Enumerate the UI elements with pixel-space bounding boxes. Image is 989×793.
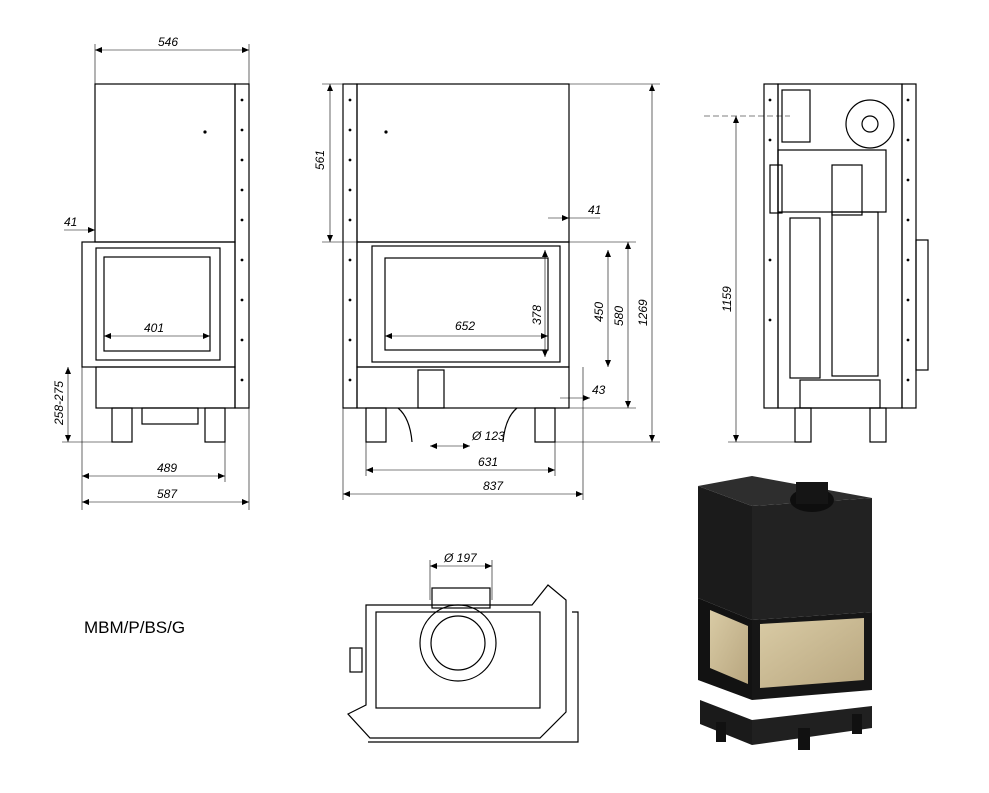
dim-front-outlet-diameter: Ø 123	[471, 429, 505, 443]
dim-side-leg-height: 258-275	[52, 381, 66, 426]
dim-front-glass-height: 378	[530, 305, 544, 325]
dim-side-glass-width: 401	[144, 321, 164, 335]
profile-section-view: 1159	[704, 83, 929, 443]
dim-side-width-top: 546	[158, 35, 178, 49]
dim-profile-flue-height: 1159	[720, 286, 734, 312]
dim-front-frame-height: 580	[612, 306, 626, 326]
model-code-label: MBM/P/BS/G	[84, 618, 186, 637]
dim-front-top-height: 561	[313, 150, 327, 170]
dim-front-glass-width: 652	[455, 319, 475, 333]
top-plan-view: Ø 197	[347, 551, 579, 743]
dim-front-bottom-offset: 43	[592, 383, 606, 397]
dim-top-flue-diameter: Ø 197	[443, 551, 478, 565]
dim-side-offset-left: 41	[64, 215, 77, 229]
dim-side-feet-width: 489	[157, 461, 177, 475]
render-3d-view	[698, 476, 872, 750]
side-elevation-view: 546 41 401 258-275 489 587	[52, 35, 250, 510]
dim-front-opening-height: 450	[592, 302, 606, 322]
dim-side-total-width: 587	[157, 487, 178, 501]
dim-front-total-width: 837	[483, 479, 504, 493]
dim-front-total-height: 1269	[636, 299, 650, 326]
dim-front-feet-width: 631	[478, 455, 498, 469]
dim-front-offset-right: 41	[588, 203, 601, 217]
front-elevation-view: 561 41 652 378 450 580 1269 43 Ø 123 631…	[313, 83, 660, 500]
